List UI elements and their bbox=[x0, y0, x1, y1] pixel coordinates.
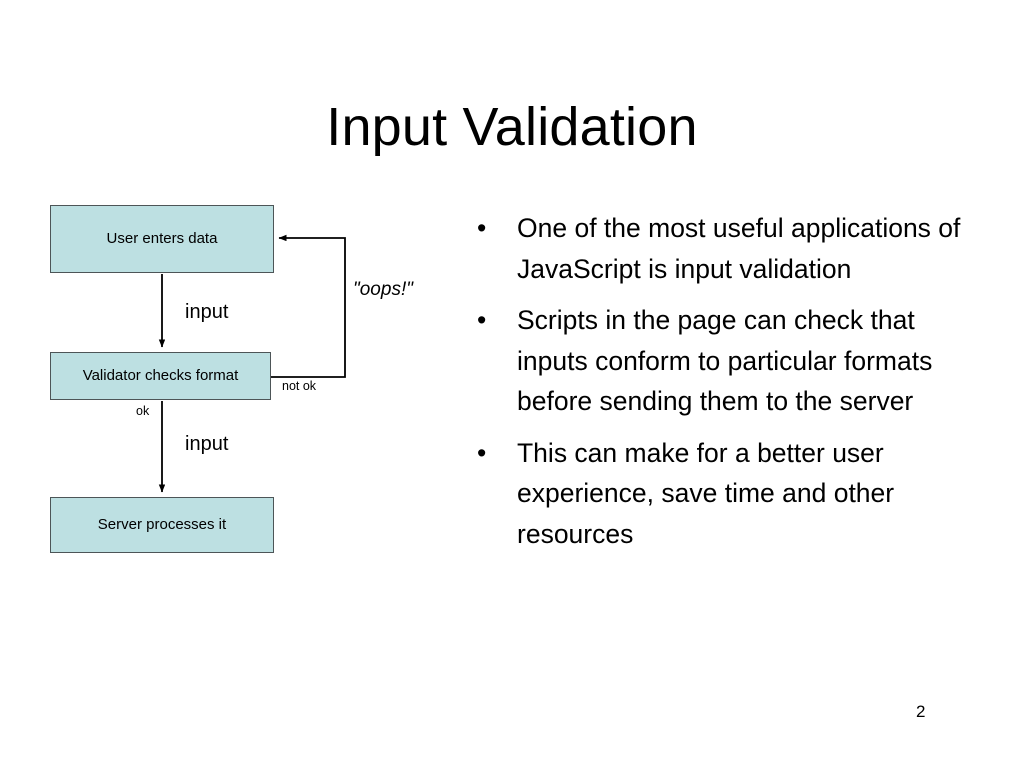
bullet-marker-icon: • bbox=[477, 305, 487, 335]
bullet-text: One of the most useful applications of J… bbox=[517, 213, 961, 284]
edge-label-input-bottom: input bbox=[185, 433, 229, 455]
list-item: • One of the most useful applications of… bbox=[470, 208, 970, 289]
edge-label-oops: "oops!" bbox=[353, 279, 413, 300]
list-item: • This can make for a better user experi… bbox=[470, 433, 970, 555]
flowchart-diagram: User enters data Validator checks format… bbox=[0, 0, 460, 768]
flow-node-label: Server processes it bbox=[97, 516, 227, 533]
flow-node-label: Validator checks format bbox=[82, 367, 239, 384]
flow-node-user-enters-data[interactable]: User enters data bbox=[50, 205, 274, 273]
bullet-list: • One of the most useful applications of… bbox=[470, 208, 970, 565]
page-number: 2 bbox=[916, 702, 926, 721]
flow-node-server-processes-it[interactable]: Server processes it bbox=[50, 497, 274, 553]
edge-label-input-top: input bbox=[185, 301, 229, 323]
page-title: Input Validation bbox=[326, 97, 698, 157]
bullet-marker-icon: • bbox=[477, 437, 487, 468]
bullet-text: This can make for a better user experien… bbox=[517, 437, 895, 549]
edge-label-not-ok: not ok bbox=[282, 379, 317, 393]
flow-node-label: User enters data bbox=[106, 230, 218, 247]
flowchart-connectors bbox=[158, 234, 346, 493]
edge-label-ok: ok bbox=[136, 404, 150, 418]
flow-node-validator-checks-format[interactable]: Validator checks format bbox=[50, 352, 271, 400]
bullet-text: Scripts in the page can check that input… bbox=[517, 305, 933, 416]
list-item: • Scripts in the page can check that inp… bbox=[470, 300, 970, 422]
bullet-marker-icon: • bbox=[477, 213, 487, 243]
